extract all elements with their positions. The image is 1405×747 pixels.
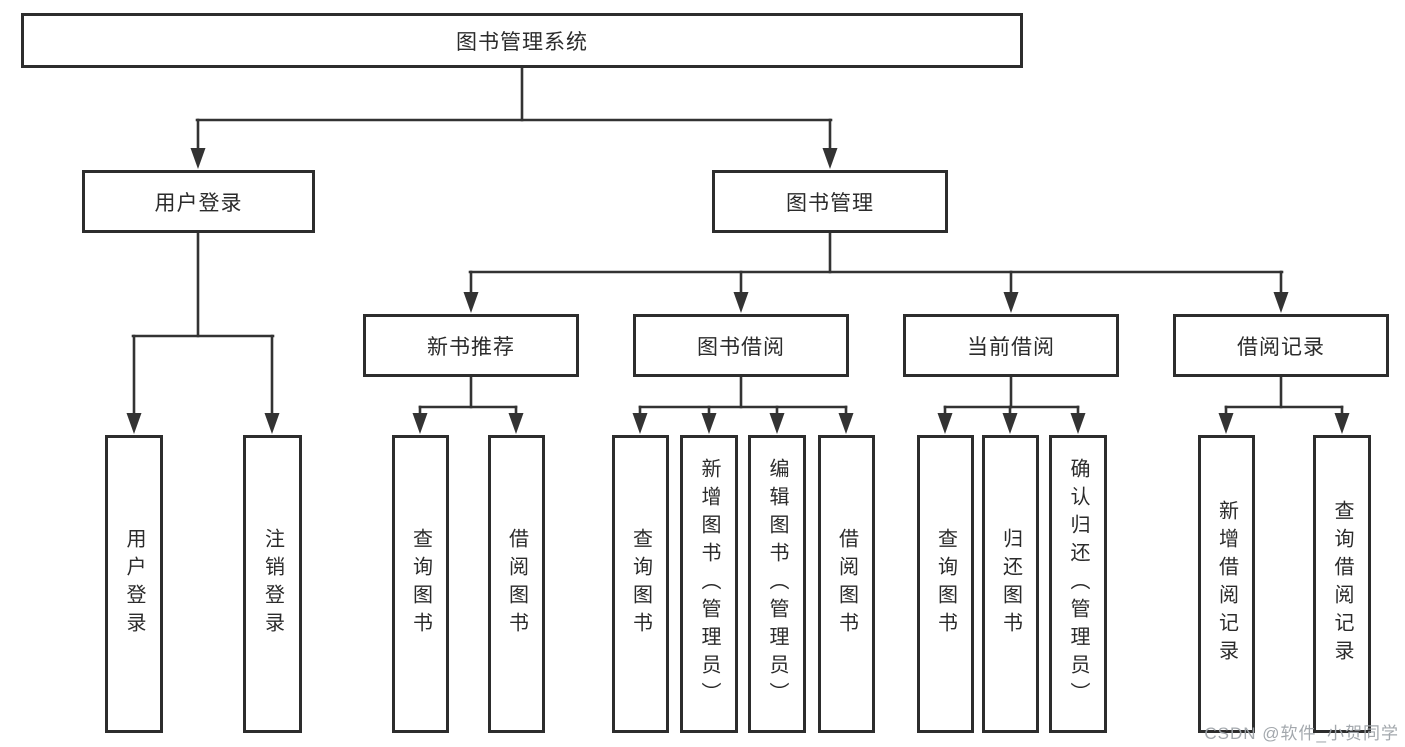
leaf-query-books-borrowing: 查询图书 [612,435,669,733]
node-current-borrowing: 当前借阅 [903,314,1119,377]
node-current-borrowing-label: 当前借阅 [967,335,1055,359]
leaf-query-borrow-record: 查询借阅记录 [1313,435,1371,733]
node-new-book-recommend: 新书推荐 [363,314,579,377]
node-user-login: 用户登录 [82,170,315,233]
leaf-user-login-label: 用户登录 [123,528,145,640]
leaf-add-books-admin: 新增图书（管理员） [680,435,738,733]
leaf-borrow-books: 借阅图书 [818,435,875,733]
leaf-edit-books-admin-label: 编辑图书（管理员） [766,458,788,710]
leaf-user-login: 用户登录 [105,435,163,733]
leaf-edit-books-admin: 编辑图书（管理员） [748,435,806,733]
node-user-login-label: 用户登录 [154,191,243,215]
node-root: 图书管理系统 [21,13,1023,68]
node-borrowing-records-label: 借阅记录 [1237,335,1325,359]
leaf-add-borrow-record-label: 新增借阅记录 [1215,500,1238,668]
leaf-logout-label: 注销登录 [261,528,284,640]
leaf-borrow-books-recommend-label: 借阅图书 [505,528,528,640]
node-new-book-recommend-label: 新书推荐 [427,335,515,359]
leaf-return-books-label: 归还图书 [999,528,1022,640]
node-book-borrowing-label: 图书借阅 [697,335,785,359]
leaf-query-books-current: 查询图书 [917,435,974,733]
leaf-add-books-admin-label: 新增图书（管理员） [698,458,720,710]
node-book-management: 图书管理 [712,170,948,233]
node-borrowing-records: 借阅记录 [1173,314,1389,377]
leaf-confirm-return-admin: 确认归还（管理员） [1049,435,1107,733]
node-book-management-label: 图书管理 [786,191,874,215]
leaf-query-books-borrowing-label: 查询图书 [629,528,652,640]
node-root-label: 图书管理系统 [456,30,588,54]
leaf-borrow-books-label: 借阅图书 [835,528,858,640]
leaf-return-books: 归还图书 [982,435,1039,733]
leaf-query-borrow-record-label: 查询借阅记录 [1331,500,1353,668]
leaf-query-books-recommend: 查询图书 [392,435,449,733]
node-book-borrowing: 图书借阅 [633,314,849,377]
leaf-confirm-return-admin-label: 确认归还（管理员） [1067,458,1089,710]
leaf-logout: 注销登录 [243,435,302,733]
leaf-borrow-books-recommend: 借阅图书 [488,435,545,733]
leaf-query-books-recommend-label: 查询图书 [409,528,432,640]
leaf-add-borrow-record: 新增借阅记录 [1198,435,1255,733]
leaf-query-books-current-label: 查询图书 [934,528,957,640]
